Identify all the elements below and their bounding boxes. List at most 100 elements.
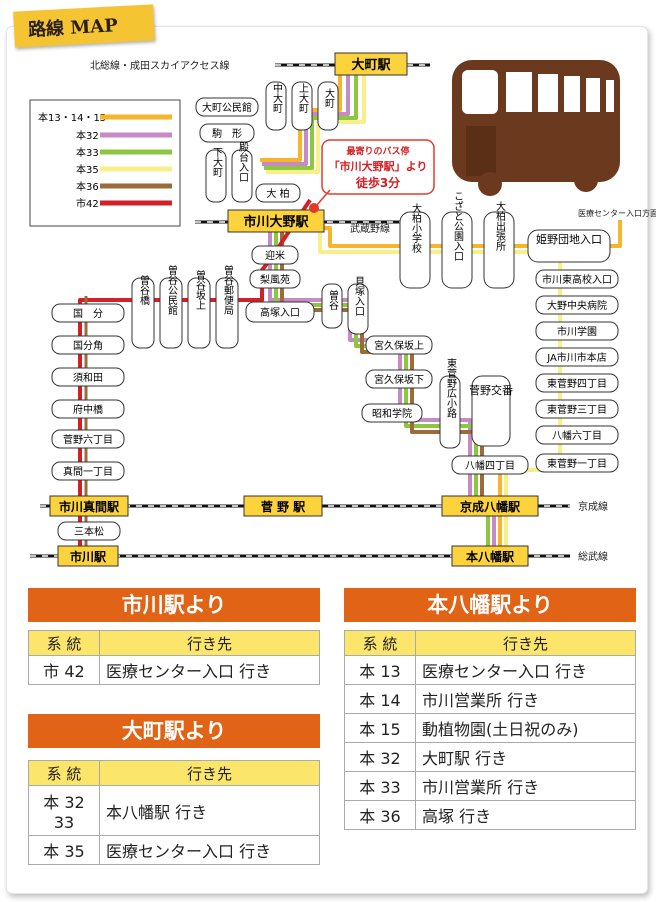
svg-text:本36: 本36 — [76, 180, 99, 193]
bus-stop-vertical: こざと公園入口 — [441, 191, 473, 289]
column-header: 系 統 — [28, 630, 100, 656]
svg-text:八幡四丁目: 八幡四丁目 — [465, 459, 515, 472]
station: 大町駅 — [334, 52, 408, 76]
section-title-omachi: 大町駅より — [28, 714, 320, 748]
legend-item: 本36 — [76, 180, 172, 193]
bus-stop-vertical: 大町 — [317, 81, 339, 131]
svg-text:大町公民館: 大町公民館 — [202, 101, 252, 114]
svg-text:貝塚入口: 貝塚入口 — [353, 276, 365, 316]
bus-stop-vertical: 菅野交番 — [469, 375, 513, 447]
svg-text:高塚入口: 高塚入口 — [260, 306, 300, 319]
bus-stop-vertical: 曽谷郵便局 — [215, 264, 239, 349]
svg-text:市川学園: 市川学園 — [557, 325, 597, 338]
bus-stop-vertical: 曽谷橋 — [131, 274, 155, 349]
bus-stop: 大町公民館 — [195, 97, 259, 117]
svg-text:迎米: 迎米 — [265, 249, 285, 262]
bus-stop: 大 柏 — [255, 183, 301, 203]
station: 京成八幡駅 — [441, 495, 539, 517]
svg-text:東菅野四丁目: 東菅野四丁目 — [547, 377, 607, 390]
bus-stop-vertical: 貝塚入口 — [347, 276, 369, 335]
bus-stop: JA市川市本店 — [535, 347, 619, 367]
hokuso-label: 北総線・成田スカイアクセス線 — [90, 59, 230, 72]
bus-stop: 国 分 — [51, 303, 125, 323]
bus-stop-vertical: 曽谷公民館 — [159, 264, 183, 349]
bus-stop-vertical: 下大町 — [205, 147, 227, 203]
svg-text:八幡六丁目: 八幡六丁目 — [552, 429, 602, 442]
legend-item: 本13・14・15 — [38, 111, 172, 124]
bus-stop: 迎米 — [251, 245, 299, 265]
legend-item: 本35 — [76, 163, 172, 176]
svg-text:真間一丁目: 真間一丁目 — [63, 465, 113, 478]
svg-text:国 分: 国 分 — [73, 308, 103, 320]
bus-stop-vertical: 上大町 — [291, 81, 313, 131]
column-header: 行き先 — [99, 760, 320, 786]
keisei-label: 京成線 — [578, 500, 608, 513]
bus-stop: 市川東高校入口 — [535, 269, 619, 289]
bus-stop: 姫野団地入口 — [527, 229, 611, 263]
svg-text:曽谷: 曽谷 — [327, 289, 339, 311]
svg-text:下大町: 下大町 — [211, 147, 223, 177]
route-map: 本13・14・15 本32 本33 本35 本36 市42 — [29, 52, 656, 567]
svg-text:本32: 本32 — [76, 129, 99, 142]
svg-text:大野中央病院: 大野中央病院 — [547, 299, 607, 312]
bus-stop: 昭和学院 — [361, 403, 423, 423]
station: 市川真間駅 — [49, 495, 129, 517]
musashino-label: 武蔵野線 — [350, 222, 390, 235]
bus-stop: 府中橋 — [51, 399, 125, 419]
bus-stop: 東菅野一丁目 — [535, 453, 619, 473]
bus-stop: 宮久保坂下 — [365, 369, 433, 389]
svg-text:本13・14・15: 本13・14・15 — [38, 111, 106, 124]
svg-text:市川駅: 市川駅 — [70, 549, 107, 564]
column-header: 系 統 — [28, 760, 100, 786]
bus-stop-vertical: 中大町 — [265, 81, 287, 131]
bus-stop-vertical: 曽谷坂上 — [187, 269, 211, 349]
bus-stop: 宮久保坂上 — [365, 335, 433, 355]
svg-text:須和田: 須和田 — [73, 372, 103, 384]
svg-text:東菅野三丁目: 東菅野三丁目 — [547, 403, 607, 416]
bus-stop: 八幡六丁目 — [535, 425, 619, 445]
svg-text:菅野交番: 菅野交番 — [469, 383, 513, 397]
svg-text:京成八幡駅: 京成八幡駅 — [460, 499, 521, 514]
svg-text:中大町: 中大町 — [271, 82, 283, 113]
svg-text:大 柏: 大 柏 — [266, 187, 289, 200]
bus-stop-vertical: 東菅野広小路 — [439, 357, 461, 449]
svg-text:菅野六丁目: 菅野六丁目 — [63, 434, 113, 446]
svg-text:梨風苑: 梨風苑 — [260, 273, 290, 286]
svg-text:大柏出張所: 大柏出張所 — [494, 200, 506, 252]
svg-text:府中橋: 府中橋 — [73, 403, 103, 416]
svg-text:駒 形: 駒 形 — [212, 128, 242, 140]
column-header: 系 統 — [344, 630, 416, 656]
svg-text:宮久保坂上: 宮久保坂上 — [374, 339, 424, 352]
bus-stop: 梨風苑 — [249, 269, 301, 289]
svg-text:上大町: 上大町 — [297, 83, 309, 113]
bus-stop: 真間一丁目 — [51, 461, 125, 481]
iryo-direction-label: 医療センター入口方面 — [578, 208, 656, 218]
svg-text:曽谷公民館: 曽谷公民館 — [166, 264, 178, 316]
bus-stop: 高塚入口 — [245, 301, 315, 323]
svg-text:本33: 本33 — [76, 146, 99, 159]
svg-text:市川真間駅: 市川真間駅 — [59, 499, 120, 514]
legend-item: 市42 — [76, 197, 172, 210]
svg-text:菅 野 駅: 菅 野 駅 — [261, 499, 306, 514]
svg-text:殿台入口: 殿台入口 — [237, 142, 249, 182]
station: 本八幡駅 — [451, 545, 529, 567]
bus-stop: 三本松 — [57, 521, 121, 541]
svg-text:最寄りのバス停: 最寄りのバス停 — [346, 145, 409, 157]
column-header: 行き先 — [415, 630, 636, 656]
svg-text:曽谷坂上: 曽谷坂上 — [194, 269, 206, 310]
station: 市川駅 — [57, 545, 119, 567]
station: 市川大野駅 — [227, 209, 325, 233]
svg-text:昭和学院: 昭和学院 — [372, 407, 412, 420]
svg-text:曽谷橋: 曽谷橋 — [138, 274, 150, 306]
bus-stop: 大野中央病院 — [535, 295, 619, 315]
svg-text:徒歩3分: 徒歩3分 — [355, 175, 400, 190]
nearest-stop-callout: 最寄りのバス停 「市川大野駅」より 徒歩3分 — [309, 139, 435, 213]
svg-text:国分角: 国分角 — [73, 340, 103, 352]
svg-text:こざと公園入口: こざと公園入口 — [452, 191, 464, 261]
